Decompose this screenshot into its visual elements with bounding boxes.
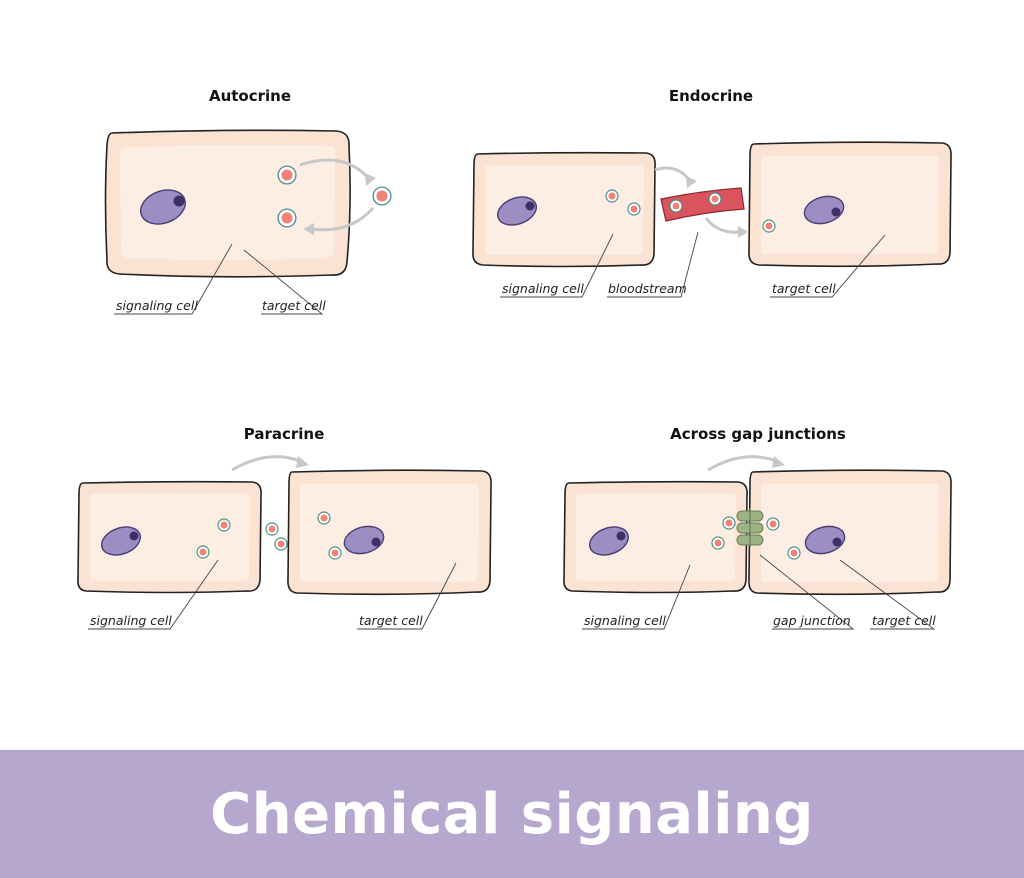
leader-line (770, 234, 886, 298)
nucleus-icon (803, 195, 845, 225)
leader-line (839, 559, 936, 630)
leader-line (607, 231, 699, 298)
bloodstream (660, 187, 745, 222)
signal-molecule-icon (627, 202, 641, 216)
gap-junction-title: Across gap junctions (670, 425, 846, 443)
signal-molecule-icon (196, 545, 210, 559)
autocrine-cell (104, 129, 351, 278)
autocrine-title: Autocrine (209, 87, 291, 105)
paracrine-target-cell (287, 469, 492, 596)
label-bloodstream: bloodstream (608, 281, 687, 296)
signal-molecule-icon (669, 199, 683, 213)
signal-molecule-icon (722, 516, 736, 530)
arrow-paracrine-icon (231, 455, 301, 472)
arrow-gap-icon (707, 455, 777, 472)
signal-molecule-icon (766, 517, 780, 531)
signal-molecule-icon (372, 186, 392, 206)
nucleus-icon (804, 525, 846, 555)
gap-target-cell (748, 469, 952, 596)
leader-line (500, 233, 614, 298)
signal-molecule-icon (277, 208, 297, 228)
endocrine-signaling-cell (472, 151, 656, 268)
endocrine-title: Endocrine (669, 87, 753, 105)
signal-molecule-icon (787, 546, 801, 560)
label-signaling-cell: signaling cell (90, 613, 172, 628)
gap-junction-panel: Across gap junctions sig (563, 425, 952, 630)
signal-molecule-icon (265, 522, 279, 536)
leader-line (243, 249, 324, 315)
endocrine-panel: Endocrine signaling cell (472, 87, 952, 298)
nucleus-icon (343, 525, 385, 555)
banner-title: Chemical signaling (210, 781, 814, 847)
signal-molecule-icon (328, 546, 342, 560)
leader-line (582, 564, 691, 630)
label-target-cell: target cell (772, 281, 836, 296)
endocrine-target-cell (748, 141, 952, 268)
arrow-from-blood-icon (704, 217, 741, 234)
label-signaling-cell: signaling cell (502, 281, 584, 296)
label-gap-junction: gap junction (773, 613, 851, 628)
label-target-cell: target cell (359, 613, 423, 628)
gap-signaling-cell (563, 480, 748, 594)
arrow-out-icon (299, 158, 372, 181)
arrow-in-icon (311, 207, 375, 232)
signal-molecule-icon (762, 219, 776, 233)
arrow-to-blood-icon (654, 166, 692, 182)
signal-molecule-icon (277, 165, 297, 185)
paracrine-panel: Paracrine signaling cell target cell (77, 425, 492, 630)
label-target-cell: target cell (872, 613, 936, 628)
leader-line (88, 559, 219, 630)
paracrine-title: Paracrine (244, 425, 325, 443)
paracrine-signaling-cell (77, 480, 262, 594)
autocrine-panel: Autocrine signaling cell target cell (104, 87, 392, 315)
signal-molecule-icon (274, 537, 288, 551)
label-signaling-cell: signaling cell (584, 613, 666, 628)
signal-molecule-icon (708, 192, 722, 206)
title-banner: Chemical signaling (0, 750, 1024, 878)
signal-molecule-icon (217, 518, 231, 532)
leader-line (114, 243, 233, 315)
label-target-cell: target cell (262, 298, 326, 313)
gap-junction-icon (736, 508, 764, 548)
signal-molecule-icon (605, 189, 619, 203)
label-signaling-cell: signaling cell (116, 298, 198, 313)
leader-line (357, 562, 457, 630)
signal-molecule-icon (317, 511, 331, 525)
leader-line (759, 554, 855, 630)
signal-molecule-icon (711, 536, 725, 550)
